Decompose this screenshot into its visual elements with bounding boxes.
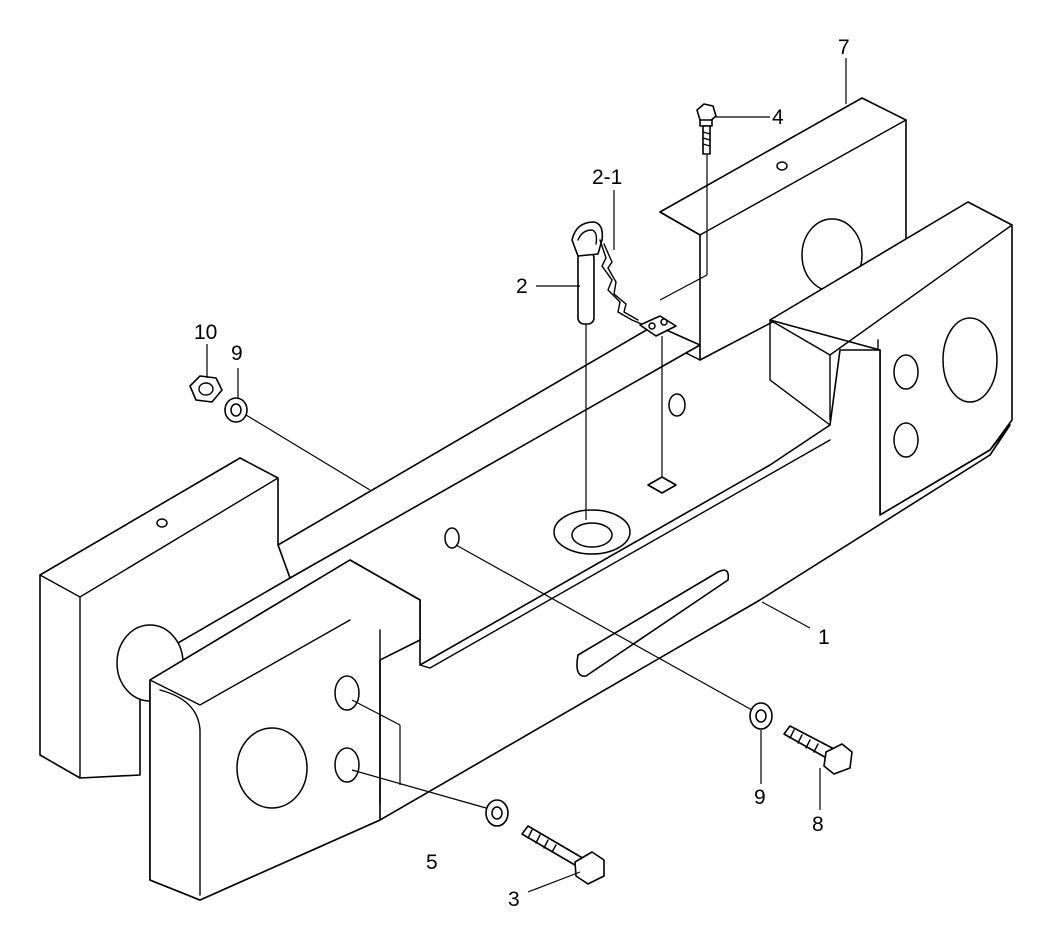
callout-1: 1 xyxy=(818,626,830,649)
right-lug-bore xyxy=(942,317,998,403)
callout-3: 3 xyxy=(508,888,520,911)
part-9-washer-lower-left xyxy=(485,799,509,827)
front-lug-bolt-hole-lower xyxy=(334,747,360,783)
callouts: 7 4 2-1 2 10 9 1 9 8 5 3 xyxy=(194,36,850,911)
part-4-bolt xyxy=(696,103,717,155)
callout-2: 2 xyxy=(516,275,528,298)
center-pin-socket-inner xyxy=(571,522,613,548)
leader-lines xyxy=(206,58,847,893)
part-9-washer-right xyxy=(749,702,773,730)
part-2-pin xyxy=(571,221,604,325)
part-7-back-plate xyxy=(659,97,907,361)
callout-4: 4 xyxy=(772,106,784,129)
part-2-1-chain xyxy=(599,239,677,337)
square-nut xyxy=(647,476,677,494)
part-1-main-body xyxy=(39,201,1013,901)
callout-9-top: 9 xyxy=(231,342,243,365)
spine-hole xyxy=(668,393,686,417)
part-8-bolt xyxy=(783,725,853,775)
callout-9-bottom: 9 xyxy=(754,786,766,809)
left-lug-small-hole xyxy=(156,518,168,528)
callout-7: 7 xyxy=(838,36,850,59)
part-9-washer-upper xyxy=(224,397,248,423)
front-lug-bolt-hole-upper xyxy=(334,675,360,711)
callout-10: 10 xyxy=(194,321,217,344)
callout-5: 5 xyxy=(426,851,438,874)
body-side-hole xyxy=(444,527,460,549)
part-10-nut xyxy=(189,375,223,403)
right-lug-bolt-hole-lower xyxy=(893,422,919,458)
part-7-small-hole xyxy=(776,161,788,171)
right-lug-bolt-hole-upper xyxy=(893,354,919,390)
callout-2-1: 2-1 xyxy=(592,166,622,189)
part-3-bolt xyxy=(521,825,605,885)
callout-8: 8 xyxy=(812,813,824,836)
front-slot xyxy=(576,569,730,677)
front-lug-bore xyxy=(236,727,308,809)
